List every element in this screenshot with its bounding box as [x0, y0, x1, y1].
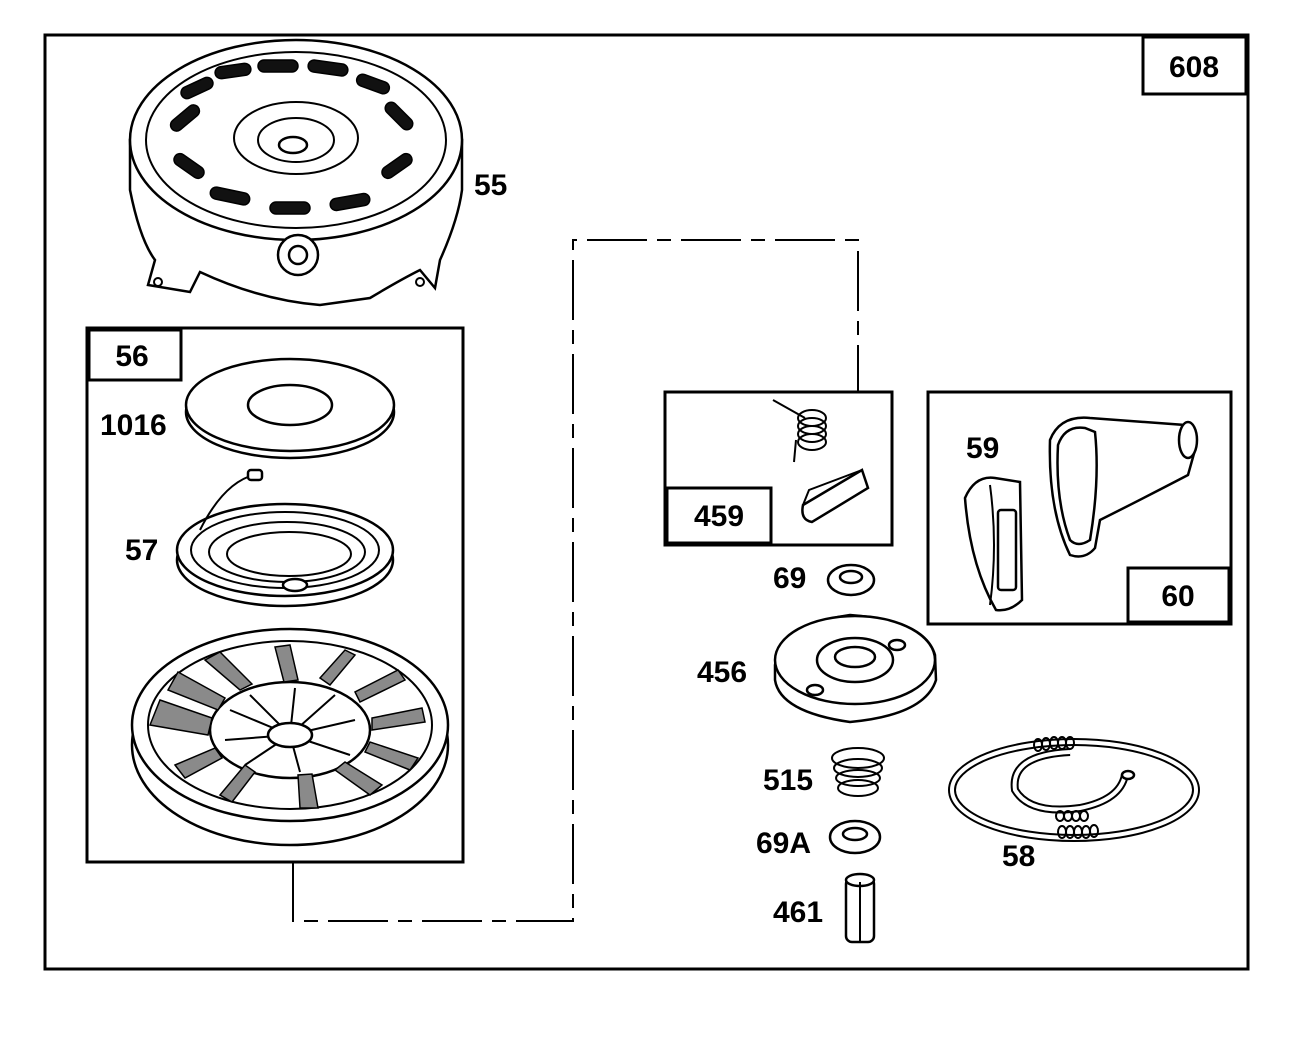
handle-insert-part: [963, 476, 1024, 612]
recoil-spring-part: [175, 468, 395, 608]
label-57: 57: [125, 534, 158, 567]
washer-69a-part: [828, 819, 882, 855]
label-461: 461: [773, 896, 823, 929]
assembly-connector-line: [292, 239, 859, 922]
label-69a: 69A: [756, 827, 811, 860]
diagram-border: [43, 33, 1250, 971]
pawl-part: [801, 468, 870, 524]
roll-pin-part: [844, 872, 876, 944]
small-spring-part: [831, 747, 885, 797]
large-washer-part: [184, 357, 396, 460]
pawl-kit-box: [663, 390, 894, 547]
pulley-kit-box: [85, 326, 465, 864]
label-58: 58: [1002, 840, 1035, 873]
label-1016: 1016: [100, 409, 167, 442]
label-60: 60: [1161, 580, 1194, 613]
label-515: 515: [763, 764, 813, 797]
starter-pulley-part: [130, 627, 450, 847]
pawl-spring-part: [772, 399, 827, 463]
handle-kit-box: [926, 390, 1233, 626]
starter-handle-part: [1048, 416, 1199, 558]
kit-number-box: 608: [1141, 35, 1248, 96]
starter-cup-part: [773, 613, 938, 724]
washer-69-part: [826, 563, 876, 597]
handle-kit-number-box: 60: [1126, 566, 1231, 624]
pulley-kit-number-box: 56: [87, 328, 183, 382]
pawl-kit-number-box: 459: [665, 486, 773, 545]
label-59: 59: [966, 432, 999, 465]
label-69: 69: [773, 562, 806, 595]
label-456: 456: [697, 656, 747, 689]
label-55: 55: [474, 169, 507, 202]
label-56: 56: [115, 340, 148, 373]
blower-housing-part: [128, 38, 464, 307]
kit-number-label: 608: [1169, 51, 1219, 84]
label-459: 459: [694, 500, 744, 533]
starter-rope-part: [948, 736, 1200, 842]
